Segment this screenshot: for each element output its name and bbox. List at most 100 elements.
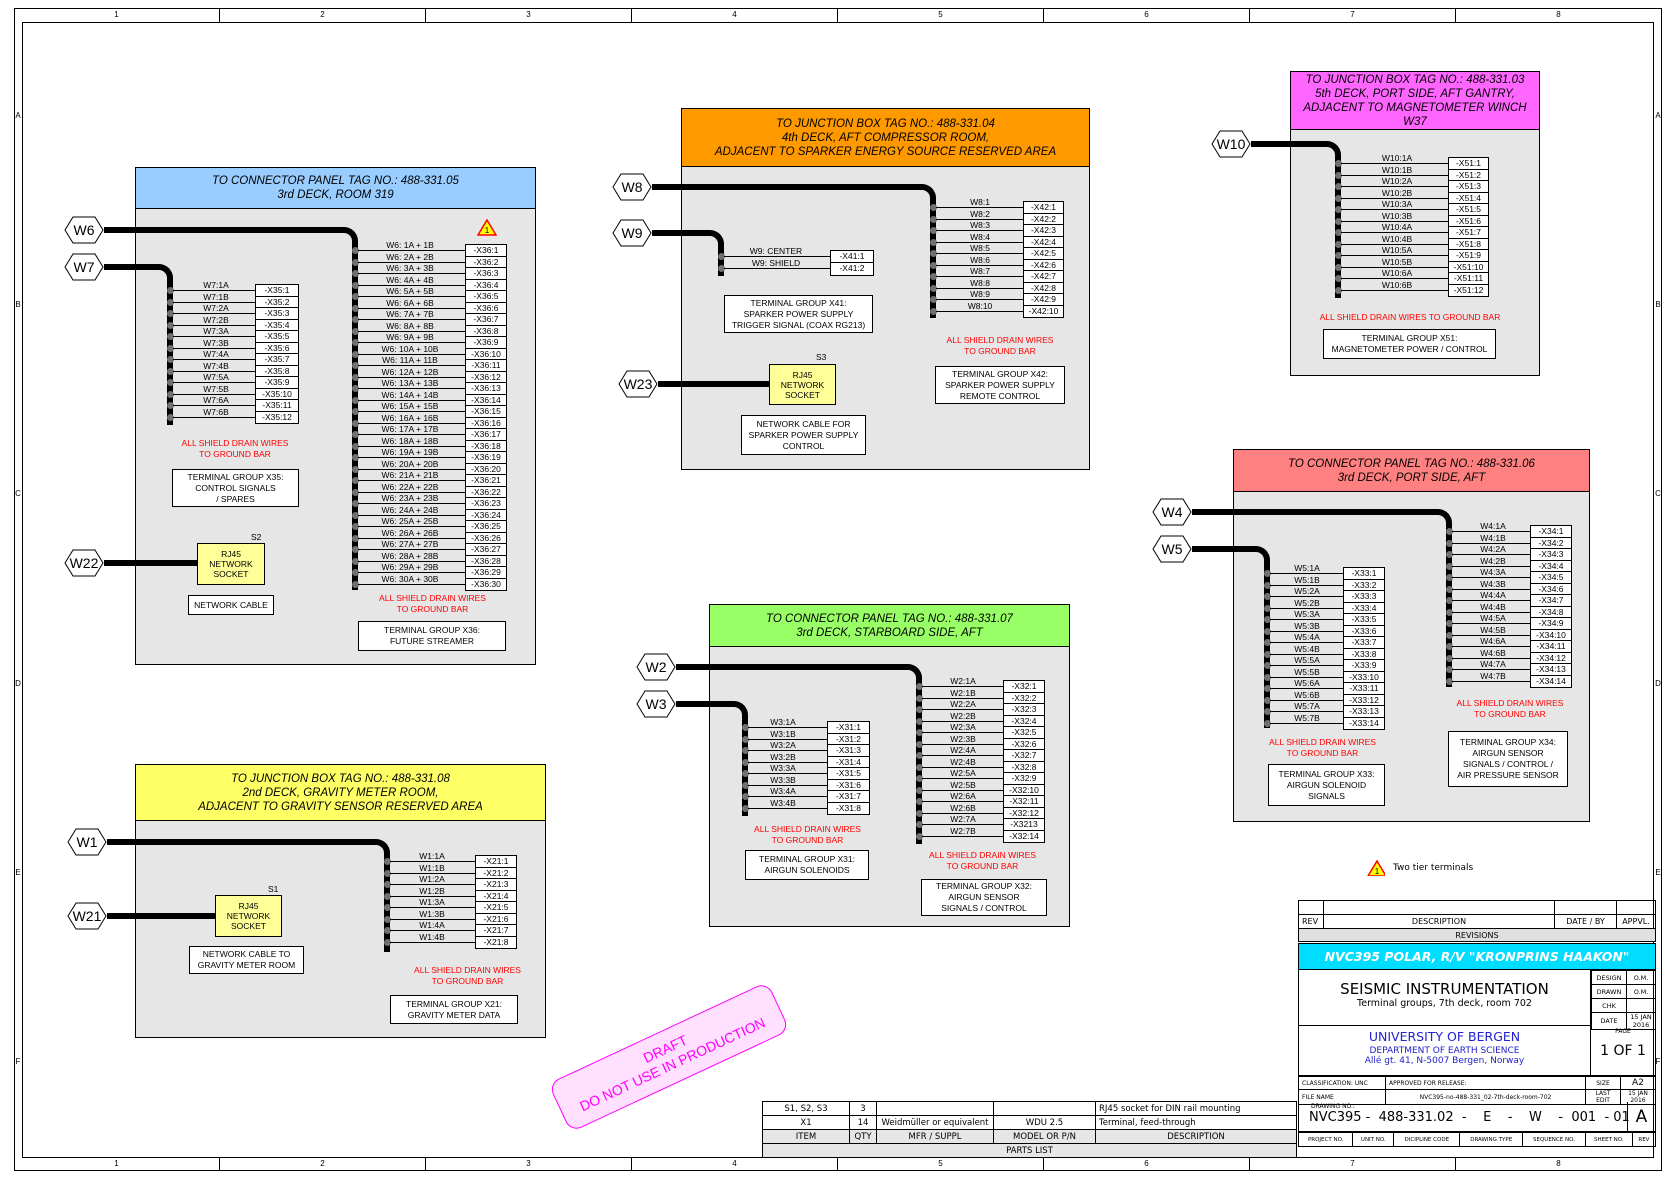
wire-terminal-dot xyxy=(915,752,923,759)
wire-terminal-dot xyxy=(351,293,359,300)
wire-label: W4:6A xyxy=(1480,636,1506,646)
cable-tag-w22[interactable]: W22 xyxy=(64,549,104,577)
cable-bend xyxy=(902,664,922,681)
cable-tag-w7[interactable]: W7 xyxy=(64,253,104,281)
wire-label: W8:5 xyxy=(970,243,990,253)
terminal: -X32:3 xyxy=(1004,704,1044,716)
wire xyxy=(922,720,1003,722)
cable-tag-w8[interactable]: W8 xyxy=(612,173,652,201)
cable-tag-w5[interactable]: W5 xyxy=(1152,535,1192,563)
terminal: -X33:8 xyxy=(1344,649,1384,660)
wire xyxy=(358,353,465,355)
wire-label: W10:6B xyxy=(1381,279,1413,290)
zone-column-8: 8 xyxy=(1456,1157,1662,1171)
terminal-group-label-line: SIGNALS xyxy=(1308,790,1345,801)
wire-label: W10:6A xyxy=(1381,268,1413,278)
wire xyxy=(358,549,465,550)
panel-header-line: TO JUNCTION BOX TAG NO.: 488-331.04 xyxy=(776,117,995,130)
wire-terminal-dot xyxy=(741,724,749,731)
cell: S1, S2, S3 xyxy=(762,1101,850,1116)
wire-terminal-dot xyxy=(351,477,359,484)
wire-label: W1:1B xyxy=(419,862,445,873)
cable-tag-w23[interactable]: W23 xyxy=(618,370,658,398)
wire-label: W8:4 xyxy=(970,231,990,242)
wire-terminal-dot xyxy=(166,379,174,386)
wire-terminal-dot xyxy=(351,546,359,553)
terminal: -X31:3 xyxy=(828,745,869,757)
terminal: -X42:1 xyxy=(1024,202,1063,214)
terminal: -X36:10 xyxy=(466,349,506,360)
header-cell: MODEL OR P/N xyxy=(993,1129,1096,1144)
legend-cell: DICIPLINE CODE xyxy=(1393,1132,1461,1147)
wire xyxy=(173,336,255,337)
terminal: -X32:6 xyxy=(1004,739,1044,750)
zone-column-1: 1 xyxy=(14,1157,220,1171)
wire xyxy=(358,445,465,447)
wire xyxy=(358,434,465,435)
wire-label: W4:5B xyxy=(1480,624,1506,635)
wire-label: W6: 21A + 21B xyxy=(381,470,439,480)
cable-line xyxy=(104,560,197,566)
terminal: -X34:8 xyxy=(1531,607,1571,618)
wire-label: W6: 20A + 20B xyxy=(381,458,439,469)
wire-terminal-dot xyxy=(351,396,359,404)
drawing-subtitle: Terminal groups, 7th deck, room 702 xyxy=(1357,998,1532,1009)
wire xyxy=(358,365,465,366)
terminal-group-label-line: MAGNETOMETER POWER / CONTROL xyxy=(1331,344,1488,354)
wire-label: W5:7B xyxy=(1294,712,1320,723)
wire-terminal-dot xyxy=(351,304,359,312)
legend-cell: UNIT NO. xyxy=(1352,1132,1395,1147)
wire xyxy=(748,750,827,751)
terminal: -X36:2 xyxy=(466,257,506,268)
cable-tag-label: W21 xyxy=(72,908,102,924)
terminal: -X42:5 xyxy=(1024,248,1063,260)
zone-column-5: 5 xyxy=(838,8,1044,22)
wire xyxy=(173,347,255,349)
cable-line xyxy=(107,913,215,919)
cable-tag-w6[interactable]: W6 xyxy=(64,216,104,244)
cable-tag-w2[interactable]: W2 xyxy=(636,653,676,681)
wire xyxy=(1270,676,1343,678)
description-header: DESCRIPTION xyxy=(1323,914,1555,929)
terminal: -X42:3 xyxy=(1024,225,1063,237)
wire-terminal-dot xyxy=(351,350,359,358)
terminal: -X32:10 xyxy=(1004,785,1044,796)
terminal: -X36:22 xyxy=(466,487,506,498)
wire xyxy=(1452,542,1530,544)
cable-tag-w3[interactable]: W3 xyxy=(636,690,676,718)
wire xyxy=(358,560,465,562)
wire xyxy=(748,727,827,728)
wire-label: W4:4A xyxy=(1480,590,1506,600)
wire-terminal-dot xyxy=(166,310,174,317)
panel-header-line: 3rd DECK, STARBOARD SIDE, AFT xyxy=(796,626,983,639)
wire xyxy=(1452,600,1530,601)
wire-label: W9: SHIELD xyxy=(751,258,801,268)
wire-label: W6: 16A + 16B xyxy=(381,412,439,423)
wire xyxy=(390,930,475,931)
wire-terminal-dot xyxy=(1445,562,1453,570)
wire-terminal-dot xyxy=(717,253,725,260)
parts-row: S1, S2, S3 3 RJ45 socket for DIN rail mo… xyxy=(762,1101,1297,1116)
cable-tag-w9[interactable]: W9 xyxy=(612,219,652,247)
wire xyxy=(1270,607,1343,609)
wire-terminal-dot xyxy=(1445,620,1453,627)
terminal: -X32:11 xyxy=(1004,796,1044,808)
cable-tag-label: W6 xyxy=(73,222,95,238)
wire-terminal-dot xyxy=(741,758,749,766)
wire-label: W6: 19A + 19B xyxy=(381,447,439,457)
cable-tag-w21[interactable]: W21 xyxy=(67,902,107,930)
wire xyxy=(390,907,475,908)
terminal: -X33:13 xyxy=(1344,706,1384,718)
cable-tag-w1[interactable]: W1 xyxy=(67,828,107,856)
wire xyxy=(1270,573,1343,574)
cable-bend xyxy=(153,264,173,281)
rj45-socket-line: NETWORK xyxy=(780,379,825,390)
wire xyxy=(358,526,465,527)
page-cell: PAGE 1 OF 1 xyxy=(1591,1026,1656,1076)
wire-label: W10:5B xyxy=(1381,256,1413,267)
cable-tag-w10[interactable]: W10 xyxy=(1211,130,1251,158)
legend-cell: SEQUENCE NO. xyxy=(1522,1132,1586,1147)
cable-tag-w4[interactable]: W4 xyxy=(1152,498,1192,526)
wire-label: W5:2B xyxy=(1294,597,1320,608)
